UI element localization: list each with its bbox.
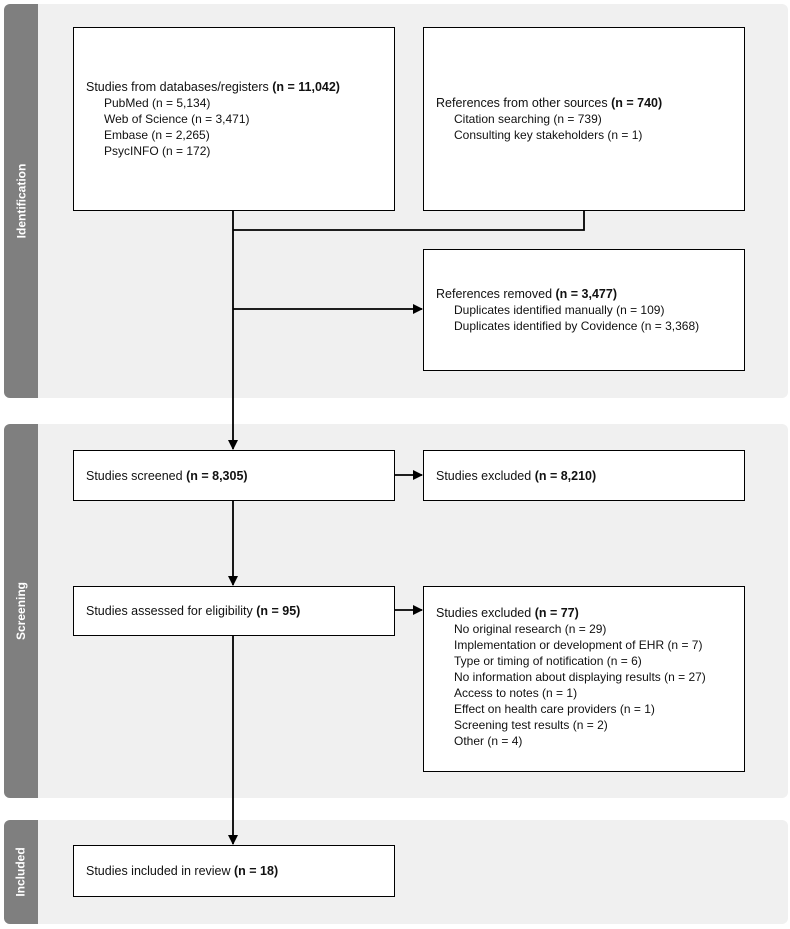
included-title: Studies included in review [86, 864, 231, 878]
excluded-screening-title: Studies excluded [436, 468, 532, 483]
eligibility-title: Studies assessed for eligibility [86, 604, 253, 618]
screened-count: (n = 8,305) [186, 468, 248, 483]
other-sources-item: Consulting key stakeholders (n = 1) [454, 128, 643, 142]
other-sources-count: (n = 740) [611, 96, 663, 110]
exclusion-reason: Access to notes (n = 1) [454, 686, 578, 700]
exclusion-reason: Type or timing of notification (n = 6) [454, 654, 642, 668]
databases-heading: Studies from databases/registers (n = 11… [86, 79, 382, 95]
included-box: Studies included in review (n = 18) [73, 845, 395, 897]
removed-box: References removed (n = 3,477) Duplicate… [423, 249, 745, 371]
databases-item: PubMed (n = 5,134) [104, 96, 211, 110]
databases-item: Web of Science (n = 3,471) [104, 112, 250, 126]
excluded-eligibility-count: (n = 77) [534, 606, 579, 620]
eligibility-count: (n = 95) [256, 604, 301, 618]
excluded-eligibility-title: Studies excluded [436, 606, 532, 620]
removed-item: Duplicates identified by Covidence (n = … [454, 319, 700, 333]
databases-item: Embase (n = 2,265) [104, 128, 210, 142]
removed-title: References removed [436, 287, 553, 301]
removed-item: Duplicates identified manually (n = 109) [454, 303, 665, 317]
removed-heading: References removed (n = 3,477) [436, 286, 732, 302]
screened-box: Studies screened (n = 8,305) [73, 450, 395, 501]
included-heading: Studies included in review (n = 18) [86, 863, 382, 879]
other-sources-box: References from other sources (n = 740) … [423, 27, 745, 211]
eligibility-heading: Studies assessed for eligibility (n = 95… [86, 603, 382, 619]
other-sources-title: References from other sources [436, 96, 608, 110]
excluded-screening-count: (n = 8,210) [534, 468, 597, 483]
included-tab: Included [4, 820, 38, 924]
exclusion-reason: Effect on health care providers (n = 1) [454, 702, 655, 716]
screened-heading: Studies screened (n = 8,305) [86, 468, 382, 484]
exclusion-reason: Implementation or development of EHR (n … [454, 638, 703, 652]
other-sources-item: Citation searching (n = 739) [454, 112, 602, 126]
excluded-screening-heading: Studies excluded (n = 8,210) [436, 468, 732, 484]
exclusion-reason: No original research (n = 29) [454, 622, 607, 636]
included-count: (n = 18) [234, 864, 279, 878]
exclusion-reason: Screening test results (n = 2) [454, 718, 608, 732]
excluded-eligibility-box: Studies excluded (n = 77) No original re… [423, 586, 745, 772]
connector-other-sources-merge [233, 211, 585, 231]
databases-count: (n = 11,042) [272, 80, 340, 94]
excluded-eligibility-heading: Studies excluded (n = 77) [436, 605, 732, 621]
exclusion-reason: No information about displaying results … [454, 670, 706, 684]
screening-tab: Screening [4, 424, 38, 798]
databases-box: Studies from databases/registers (n = 11… [73, 27, 395, 211]
databases-title: Studies from databases/registers [86, 80, 269, 94]
identification-tab: Identification [4, 4, 38, 398]
screened-title: Studies screened [86, 468, 183, 483]
removed-count: (n = 3,477) [555, 287, 618, 301]
databases-item: PsycINFO (n = 172) [104, 144, 211, 158]
eligibility-box: Studies assessed for eligibility (n = 95… [73, 586, 395, 636]
other-sources-heading: References from other sources (n = 740) [436, 95, 732, 111]
exclusion-reason: Other (n = 4) [454, 734, 523, 748]
excluded-screening-box: Studies excluded (n = 8,210) [423, 450, 745, 501]
